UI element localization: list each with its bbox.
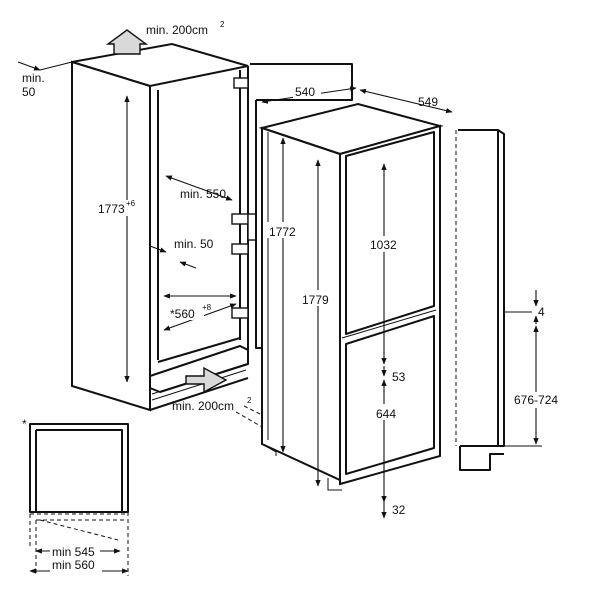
rear-frame-side (255, 100, 262, 349)
depth-549-label: 549 (418, 95, 438, 109)
upper-door (345, 131, 435, 335)
bottom-vent-label: min. 200cm (172, 399, 234, 413)
inset-outer-box (29, 423, 129, 513)
min550-dimension: min. 550 (165, 175, 233, 201)
depth-549-arrow (359, 88, 453, 114)
height-1779-label: 1779 (302, 293, 329, 307)
appliance-front-foot (327, 478, 342, 491)
gap-53-label: 53 (392, 370, 406, 384)
niche-width-dimension: *560 +8 (163, 293, 237, 331)
alignment-dash-lines (235, 405, 273, 429)
cabinet-bottom-front (149, 377, 249, 411)
door-hinge-plate-icon (247, 213, 257, 241)
height-1779-bg (300, 290, 334, 306)
middle-hinge-a-icon (231, 213, 249, 225)
niche-width-label: *560 (170, 307, 195, 321)
top-vent-sup: 2 (220, 20, 225, 29)
gap-4-dimension: 4 (533, 290, 545, 324)
depth-549-dimension: 549 (359, 88, 453, 114)
upper-door-label: 1032 (370, 238, 397, 252)
appliance-front (339, 124, 441, 486)
min560-label: min 560 (52, 558, 95, 572)
height-1772-label: 1772 (269, 225, 296, 239)
appliance (258, 102, 444, 491)
depth-540-dimension: 540 (261, 84, 357, 104)
min50-leader (39, 61, 73, 71)
range-label: 676-724 (514, 393, 558, 407)
min550-arrow (165, 175, 233, 201)
cabinet-niche (71, 42, 257, 412)
height-1779-dimension: 1779 (300, 159, 334, 487)
gap-53-dimension: 53 (381, 366, 406, 384)
min545-bg (50, 544, 100, 558)
bottom-vent-group: min. 200cm 2 (172, 366, 252, 413)
min50-arrow-icon (17, 61, 41, 71)
range-dimension: 676-724 (512, 325, 574, 445)
min560-bg (50, 558, 102, 572)
lower-door-bg (370, 404, 400, 420)
min550-label: min. 550 (180, 187, 226, 201)
profile-plinth (459, 446, 504, 471)
inset-asterisk: * (22, 417, 27, 431)
cabinet-base (149, 345, 249, 393)
bottom-vent-arrow-icon (185, 366, 228, 394)
inset-inner-wall (36, 429, 123, 512)
cabinet-left-wall (71, 60, 151, 412)
min50-inner-dimension: min. 50 (149, 237, 214, 269)
min50-inner-arrow (149, 245, 167, 253)
min50-inner-label: min. 50 (174, 237, 214, 251)
height-1772-bg (267, 222, 301, 238)
inset-swing-dashed (29, 512, 129, 576)
niche-width-bg (168, 306, 204, 320)
min50-left-group: min. 50 (17, 61, 73, 99)
min50-inner-arrow-b (179, 261, 197, 269)
niche-width-sup: +8 (202, 303, 212, 312)
min50-left-line1: min. (22, 71, 45, 85)
depth-540-label: 540 (295, 85, 315, 99)
middle-hinge-b-icon (231, 243, 249, 255)
bottom-vent-sup: 2 (247, 396, 252, 405)
lower-door-dimension: 644 (370, 379, 400, 503)
top-vent-group: min. 200cm 2 (105, 20, 225, 55)
niche-height-dimension: 1773 +6 (96, 95, 136, 383)
gap-4-label: 4 (538, 305, 545, 319)
up-arrow-icon (105, 29, 149, 55)
top-hinge-icon (233, 77, 249, 89)
side-profile (455, 129, 542, 471)
niche-height-sup: +6 (126, 199, 136, 208)
upper-door-bg (364, 236, 404, 252)
upper-door-dimension: 1032 (364, 163, 404, 365)
range-bg (512, 392, 574, 408)
niche-height-label: 1773 (98, 202, 125, 216)
bottom-32-dimension: 32 (381, 502, 406, 519)
bottom-hinge-icon (231, 307, 249, 319)
door-gap-line (341, 309, 437, 339)
profile-door-outline (458, 129, 499, 447)
bottom-32-label: 32 (392, 503, 406, 517)
top-vent-label: min. 200cm (146, 23, 208, 37)
lower-door (345, 315, 435, 475)
cabinet-floor-line (157, 337, 241, 363)
profile-door-edge (497, 129, 505, 447)
top-view-inset: * min 545 min 560 (22, 417, 129, 576)
inset-door-dashed (30, 513, 128, 521)
appliance-foot (261, 443, 277, 456)
min50-left-line2: 50 (22, 85, 36, 99)
niche-height-bg (96, 200, 128, 216)
lower-door-label: 644 (376, 407, 396, 421)
height-1772-dimension: 1772 (267, 137, 301, 453)
min545-label: min 545 (52, 545, 95, 559)
depth-540-bg (293, 84, 321, 98)
